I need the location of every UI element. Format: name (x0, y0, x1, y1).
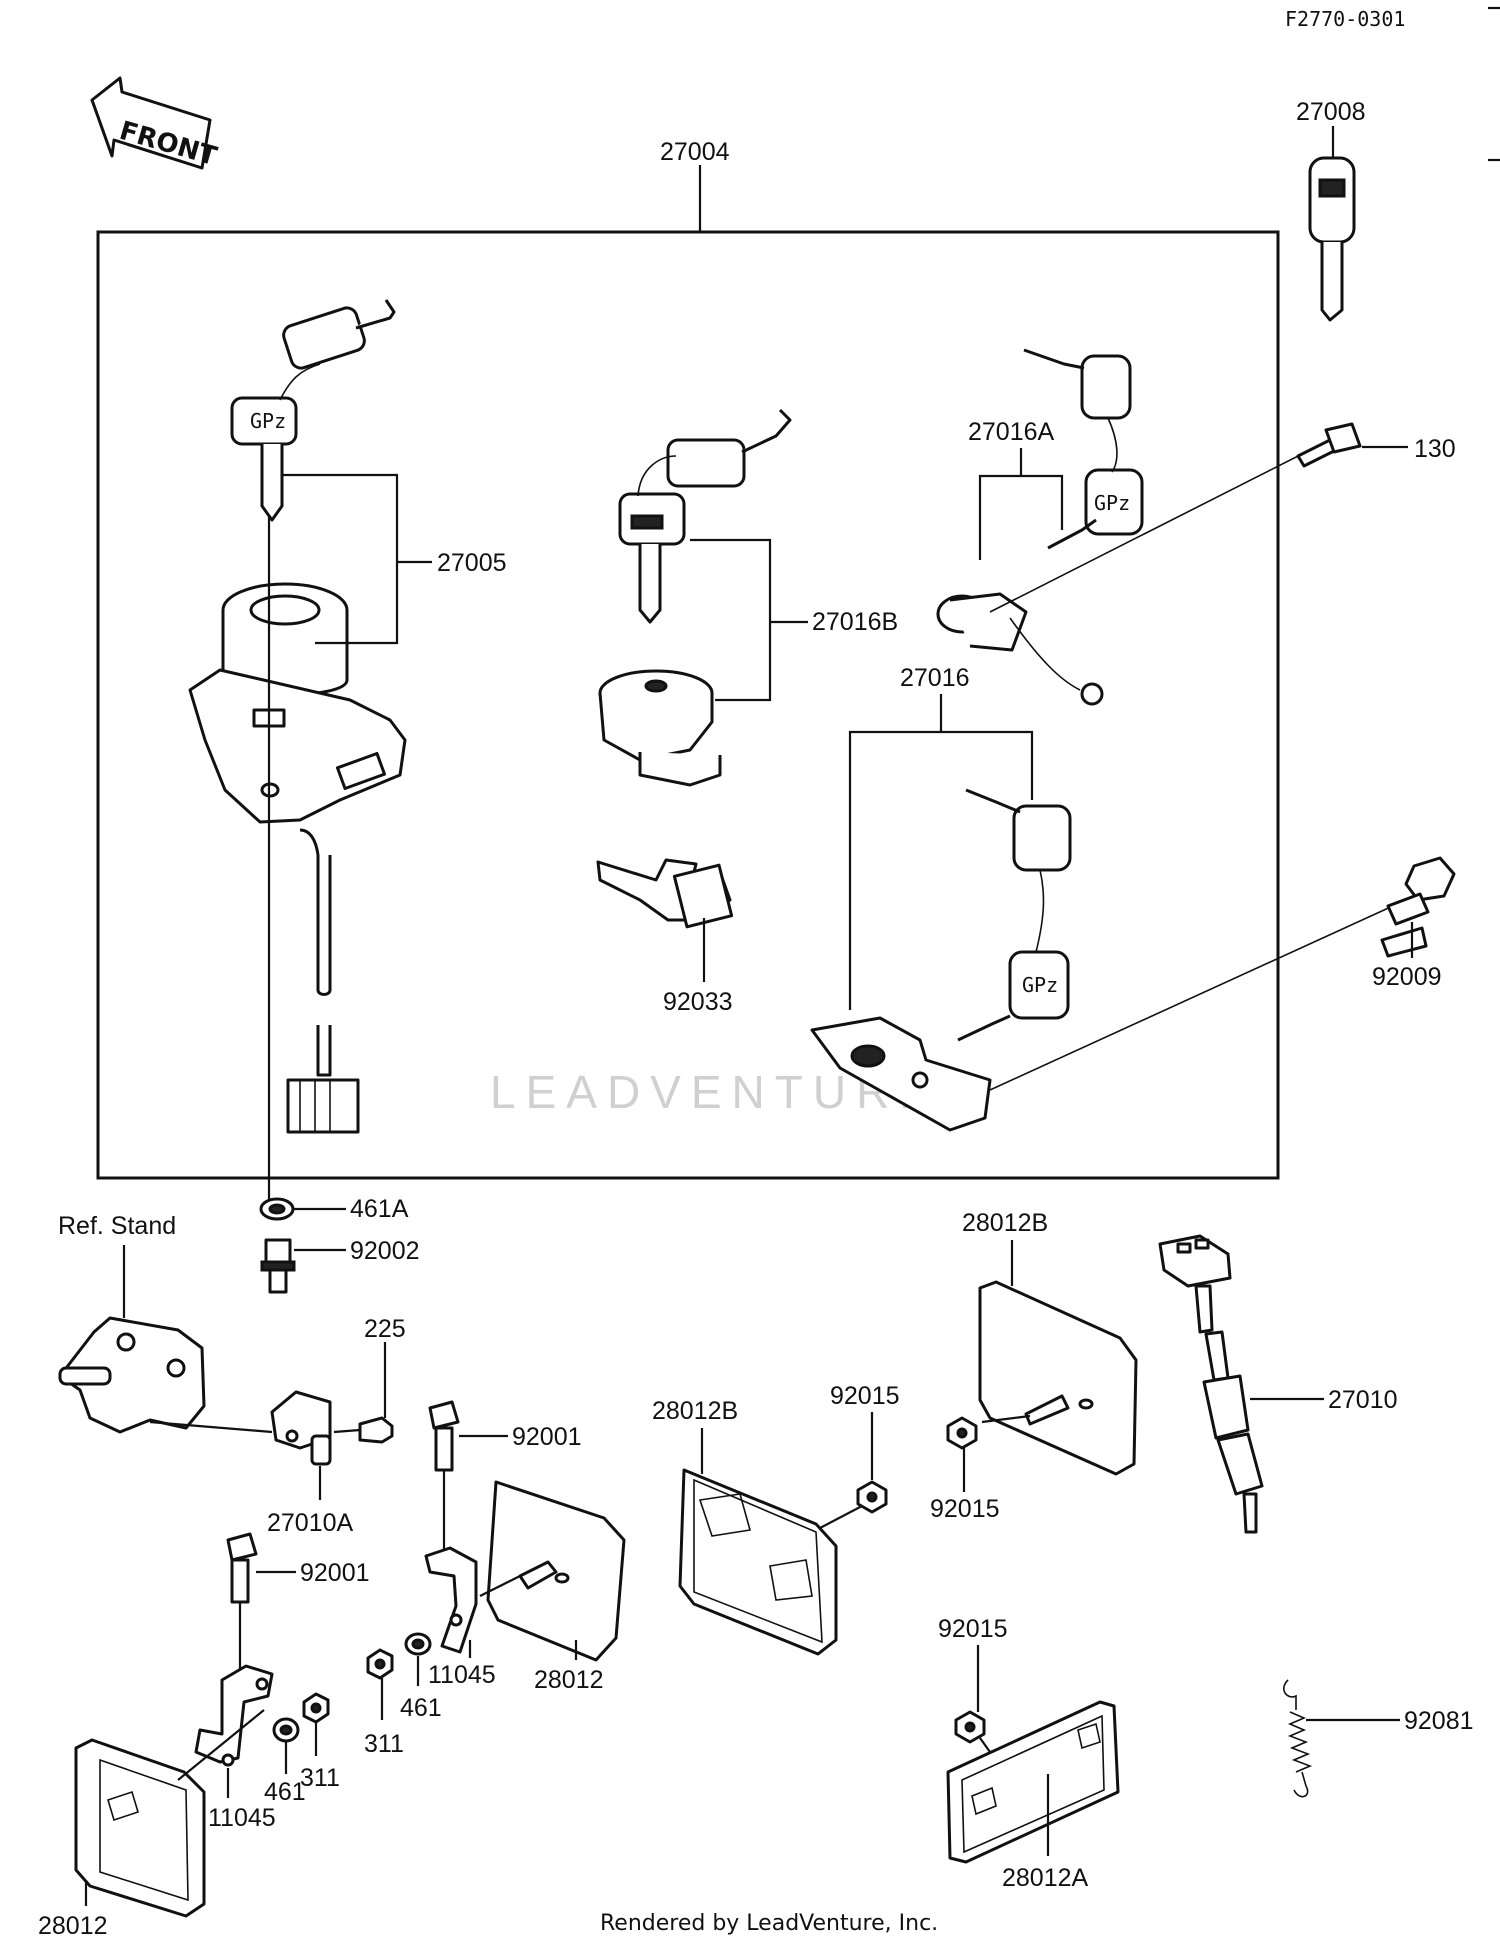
helmet-holder-27016: GPz (810, 788, 1396, 1132)
bracket-11045-lower (194, 1664, 274, 1767)
label-92001-lower: 92001 (300, 1559, 370, 1587)
assembly-frame (96, 230, 1280, 1180)
bolt-92001-upper (428, 1400, 460, 1472)
reflector-28012-upper (486, 1480, 626, 1662)
label-11045-upper: 11045 (428, 1661, 496, 1689)
nut-92015-b (946, 1416, 978, 1450)
label-92081: 92081 (1404, 1707, 1474, 1735)
bolt-130 (1296, 422, 1362, 468)
label-11045-lower: 11045 (208, 1804, 276, 1832)
label-28012A: 28012A (1002, 1864, 1089, 1892)
label-461-upper: 461 (400, 1694, 442, 1722)
label-92015-b: 92015 (930, 1495, 1000, 1523)
label-27010: 27010 (1328, 1386, 1398, 1414)
side-stand-switch-27010A (270, 1390, 332, 1466)
brake-switch-27010 (1158, 1234, 1264, 1534)
nut-92015-c (954, 1710, 986, 1744)
nut-92015-a (856, 1480, 888, 1514)
bolt-92002 (260, 1238, 296, 1294)
label-92001-upper: 92001 (512, 1423, 582, 1451)
screw-225 (333, 1416, 394, 1444)
reflector-28012B-right (978, 1280, 1138, 1476)
reflector-28012A (946, 1700, 1120, 1864)
washer-461A (259, 1197, 295, 1221)
label-130: 130 (1414, 435, 1456, 463)
washer-461-lower (272, 1717, 300, 1743)
label-461-lower: 461 (264, 1778, 306, 1806)
ignition-switch-27005: GPz (188, 299, 407, 1134)
label-225: 225 (364, 1315, 406, 1343)
label-27010A: 27010A (267, 1509, 354, 1537)
reference-stand-label: Ref. Stand (58, 1212, 176, 1240)
label-92009: 92009 (1372, 963, 1442, 991)
nut-311-upper (366, 1648, 394, 1680)
label-27016A: 27016A (968, 418, 1055, 446)
label-27008: 27008 (1296, 98, 1366, 126)
clip-92033 (596, 858, 734, 929)
reflector-28012-lower (74, 1738, 206, 1918)
front-arrow-icon: FRONT (90, 76, 220, 172)
label-92015-c: 92015 (938, 1615, 1008, 1643)
label-28012-upper: 28012 (534, 1666, 604, 1694)
label-27005: 27005 (437, 549, 507, 577)
credit-text: Rendered by LeadVenture, Inc. (600, 1911, 938, 1936)
label-92002: 92002 (350, 1237, 420, 1265)
bracket-11045-upper (424, 1546, 478, 1654)
label-27016B: 27016B (812, 608, 898, 636)
gpz-key-logo-icon: GPz (1094, 491, 1130, 515)
document-code: F2770-0301 (1285, 7, 1405, 31)
washer-461-upper (404, 1632, 432, 1656)
helmet-lock-27016A: GPz (936, 348, 1311, 706)
label-27004: 27004 (660, 138, 730, 166)
seat-lock-27016B (598, 408, 792, 787)
bolt-92001-lower (226, 1532, 258, 1604)
spring-92081 (1283, 1679, 1313, 1798)
label-92033: 92033 (663, 988, 733, 1016)
gpz-key-logo-icon: GPz (1022, 973, 1058, 997)
key-27008 (1308, 156, 1356, 322)
label-28012B-right: 28012B (962, 1209, 1048, 1237)
gpz-key-logo-icon: GPz (250, 409, 286, 433)
side-stand-bracket (58, 1316, 206, 1434)
label-311-lower: 311 (300, 1764, 340, 1792)
label-27016: 27016 (900, 664, 970, 692)
label-28012-lower: 28012 (38, 1912, 108, 1940)
reflector-28012B-middle (678, 1468, 838, 1656)
nut-311-lower (302, 1692, 330, 1724)
label-311-upper: 311 (364, 1730, 404, 1758)
bolt-92009 (1380, 856, 1456, 958)
label-92015-a: 92015 (830, 1382, 900, 1410)
label-28012B-middle: 28012B (652, 1397, 738, 1425)
label-461A: 461A (350, 1195, 409, 1223)
